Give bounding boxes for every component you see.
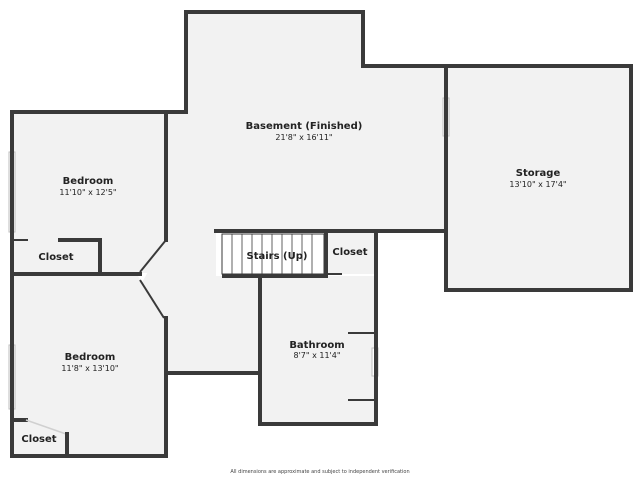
basement-name: Basement (Finished)	[246, 121, 363, 132]
storage-floor	[447, 67, 631, 290]
room-labels: Basement (Finished) 21'8" x 16'11" Stora…	[21, 121, 566, 445]
bedroom2-floor	[12, 276, 164, 456]
closet1-floor	[12, 240, 100, 273]
closet2-name: Closet	[332, 247, 367, 258]
basement-floor	[140, 12, 446, 373]
walls	[10, 10, 633, 458]
bedroom2-dims: 11'8" x 13'10"	[61, 364, 118, 373]
basement-dims: 21'8" x 16'11"	[275, 133, 332, 142]
bathroom-name: Bathroom	[289, 340, 344, 351]
stairs-name: Stairs (Up)	[247, 251, 308, 262]
bathroom-dims: 8'7" x 11'4"	[293, 351, 340, 360]
closet3-floor	[12, 420, 68, 456]
bedroom2-name: Bedroom	[65, 352, 116, 363]
bedroom1-name: Bedroom	[63, 176, 114, 187]
closet1-name: Closet	[38, 252, 73, 263]
bedroom1-dims: 11'10" x 12'5"	[59, 188, 116, 197]
closet2-floor	[326, 231, 374, 274]
storage-dims: 13'10" x 17'4"	[509, 180, 566, 189]
disclaimer: All dimensions are approximate and subje…	[230, 469, 409, 475]
storage-name: Storage	[516, 168, 561, 179]
closet3-name: Closet	[21, 434, 56, 445]
floor-fills	[12, 12, 631, 456]
stair-treads	[231, 234, 313, 274]
